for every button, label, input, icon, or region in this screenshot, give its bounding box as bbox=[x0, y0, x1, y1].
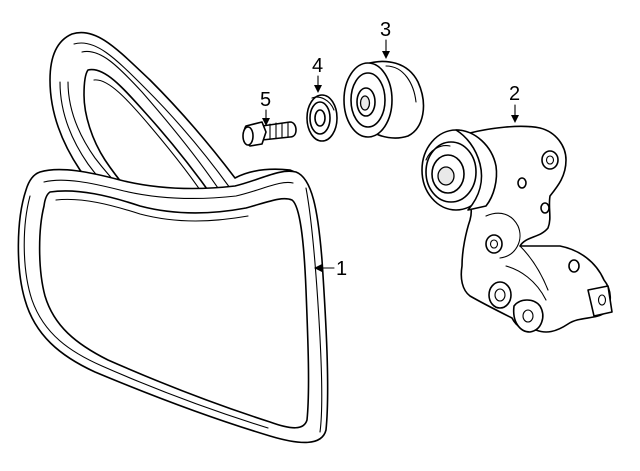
callout-3-label: 3 bbox=[380, 19, 391, 41]
drive-belt bbox=[17, 31, 329, 444]
belt-tensioner-assembly bbox=[421, 125, 613, 333]
callout-4-label: 4 bbox=[312, 55, 323, 77]
idler-pulley bbox=[343, 60, 425, 139]
callout-5-label: 5 bbox=[260, 89, 271, 111]
pulley-bolt bbox=[242, 121, 297, 147]
callout-arrows bbox=[262, 39, 519, 272]
callout-1-label: 1 bbox=[336, 258, 347, 280]
callout-2-label: 2 bbox=[509, 83, 520, 105]
pulley-washer bbox=[306, 94, 338, 142]
